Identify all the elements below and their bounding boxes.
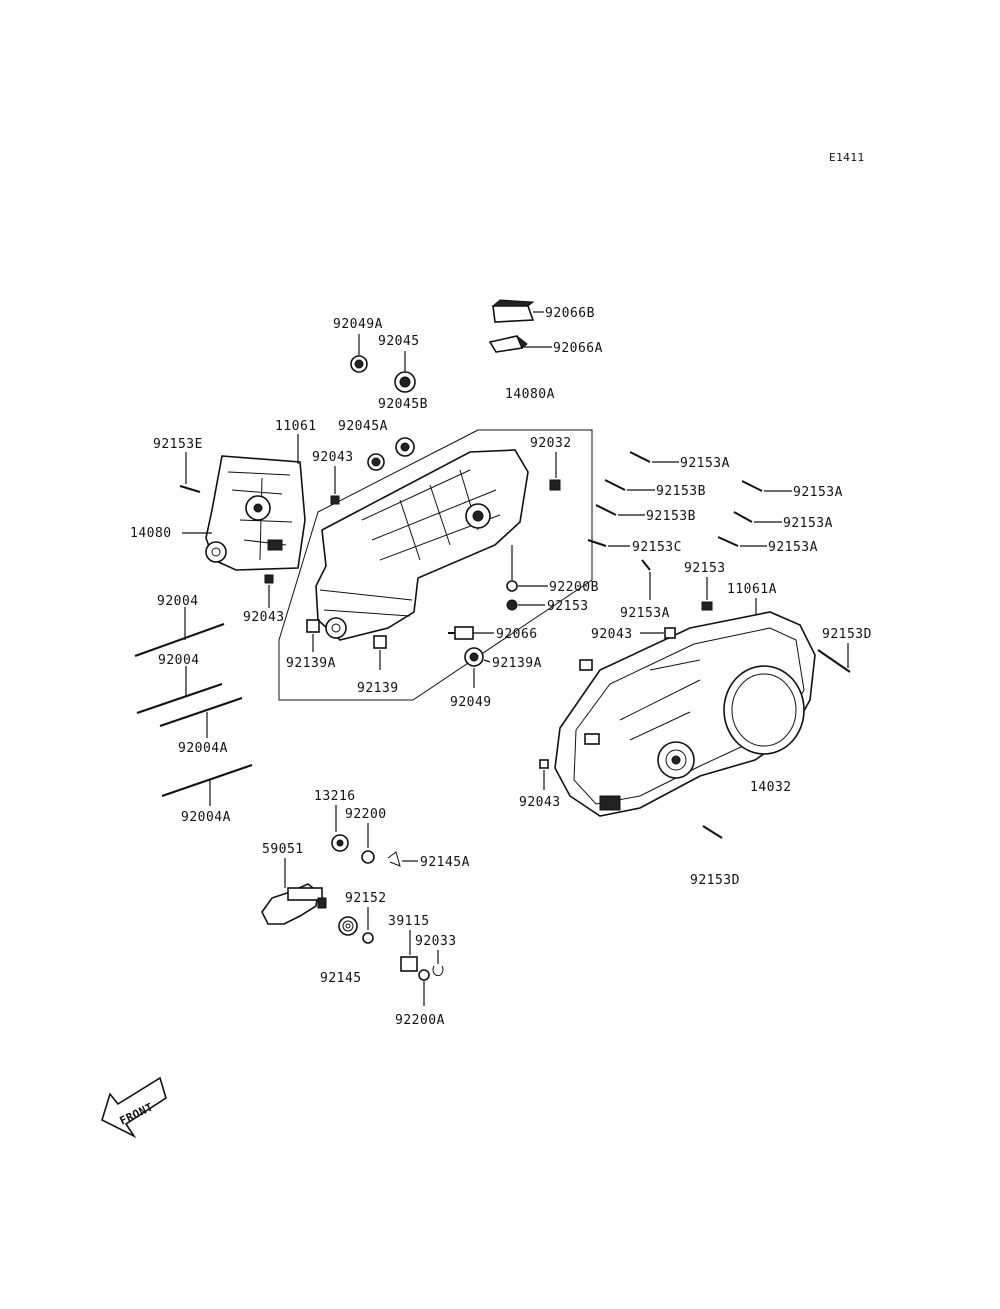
spring-92145a (387, 851, 401, 867)
label-92153c: 92153C (632, 540, 682, 555)
label-39115: 39115 (388, 914, 430, 929)
label-92153a-4: 92153A (768, 540, 818, 555)
label-92045a: 92045A (338, 419, 388, 434)
dowel-92043-b (264, 574, 274, 584)
bushing-39115 (400, 956, 418, 972)
seal-92049 (464, 647, 484, 667)
bolt-92153a-5 (641, 559, 651, 571)
bolt-92153a-2 (741, 480, 763, 492)
label-92153d-1: 92153D (822, 627, 872, 642)
label-92043-d: 92043 (519, 795, 561, 810)
label-92200: 92200 (345, 807, 387, 822)
gear-13216 (331, 834, 349, 852)
bolt-92153a-1 (629, 451, 651, 463)
seal-92049a (350, 355, 368, 373)
plug-92066 (448, 626, 474, 640)
diagram-code: E1411 (829, 151, 865, 164)
stud-92004-2 (136, 683, 223, 714)
label-92004-1: 92004 (157, 594, 199, 609)
bolt-92153-b (701, 601, 713, 611)
label-92152: 92152 (345, 891, 387, 906)
label-92033: 92033 (415, 934, 457, 949)
bearing-92045 (394, 371, 416, 393)
label-92153a-1: 92153A (680, 456, 730, 471)
label-92066a: 92066A (553, 341, 603, 356)
dowel-92043-c (664, 627, 676, 639)
label-92153d-2: 92153D (690, 873, 740, 888)
crankcase-right-14080a (315, 449, 529, 641)
bolt-92153a-4 (717, 536, 739, 547)
label-92004-2: 92004 (158, 653, 200, 668)
bolt-92153-a (506, 599, 518, 611)
label-59051: 59051 (262, 842, 304, 857)
label-92139a-1: 92139A (286, 656, 336, 671)
label-92049: 92049 (450, 695, 492, 710)
label-11061: 11061 (275, 419, 317, 434)
dowel-92043-a (330, 495, 340, 505)
label-92153b-2: 92153B (646, 509, 696, 524)
bolt-92153d-2 (702, 825, 723, 839)
label-92145: 92145 (320, 971, 362, 986)
dowel-92043-d (539, 759, 549, 769)
label-92049a: 92049A (333, 317, 383, 332)
label-92153a-2: 92153A (793, 485, 843, 500)
label-92200a: 92200A (395, 1013, 445, 1028)
label-14032: 14032 (750, 780, 792, 795)
front-arrow-icon: FRONT (101, 1076, 167, 1139)
label-92153a-5: 92153A (620, 606, 670, 621)
label-92153e: 92153E (153, 437, 203, 452)
bearing-92045a (367, 437, 415, 471)
bracket-92066b (491, 299, 535, 323)
label-13216: 13216 (314, 789, 356, 804)
label-92043-c: 92043 (591, 627, 633, 642)
label-92045b: 92045B (378, 397, 428, 412)
kick-gear-59051 (261, 883, 327, 925)
label-92004a-1: 92004A (178, 741, 228, 756)
label-92045: 92045 (378, 334, 420, 349)
label-92004a-2: 92004A (181, 810, 231, 825)
label-92153b-1: 92153B (656, 484, 706, 499)
label-14080a: 14080A (505, 387, 555, 402)
label-11061a: 11061A (727, 582, 777, 597)
label-92043-b: 92043 (243, 610, 285, 625)
bolt-92153a-3 (733, 511, 753, 523)
bolt-92153e (179, 485, 201, 493)
label-92145a: 92145A (420, 855, 470, 870)
washer-92200 (361, 850, 375, 864)
circlip-92033 (432, 965, 444, 977)
washer-92200b (506, 580, 518, 592)
label-92066b: 92066B (545, 306, 595, 321)
label-92043-a: 92043 (312, 450, 354, 465)
label-92066: 92066 (496, 627, 538, 642)
label-92200b: 92200B (549, 580, 599, 595)
collar-92139a-1 (306, 619, 320, 633)
washer-92152 (362, 932, 374, 944)
label-92139: 92139 (357, 681, 399, 696)
assembly-frame-14080a (278, 429, 593, 701)
stud-92004-1 (134, 623, 225, 657)
collar-near-cover (579, 659, 593, 671)
label-92153-a: 92153 (547, 599, 589, 614)
washer-92200a (418, 969, 430, 981)
bracket-92066a (488, 335, 528, 353)
stud-92004a-1 (159, 697, 243, 727)
crankcase-left-14080 (205, 455, 306, 571)
label-14080: 14080 (130, 526, 172, 541)
label-92153a-3: 92153A (783, 516, 833, 531)
stud-92004a-2 (161, 764, 253, 797)
collar-92139 (373, 635, 387, 649)
bolt-92153d-1 (817, 649, 851, 673)
plug-92032 (549, 479, 561, 491)
bolt-92153b-1 (604, 479, 626, 491)
label-92032: 92032 (530, 436, 572, 451)
clutch-cover-14032 (554, 611, 816, 817)
label-92139a-2: 92139A (492, 656, 542, 671)
bolt-92153b-2 (595, 504, 617, 516)
spring-92145 (338, 916, 358, 936)
bolt-92153c (587, 539, 607, 547)
label-92153-b: 92153 (684, 561, 726, 576)
